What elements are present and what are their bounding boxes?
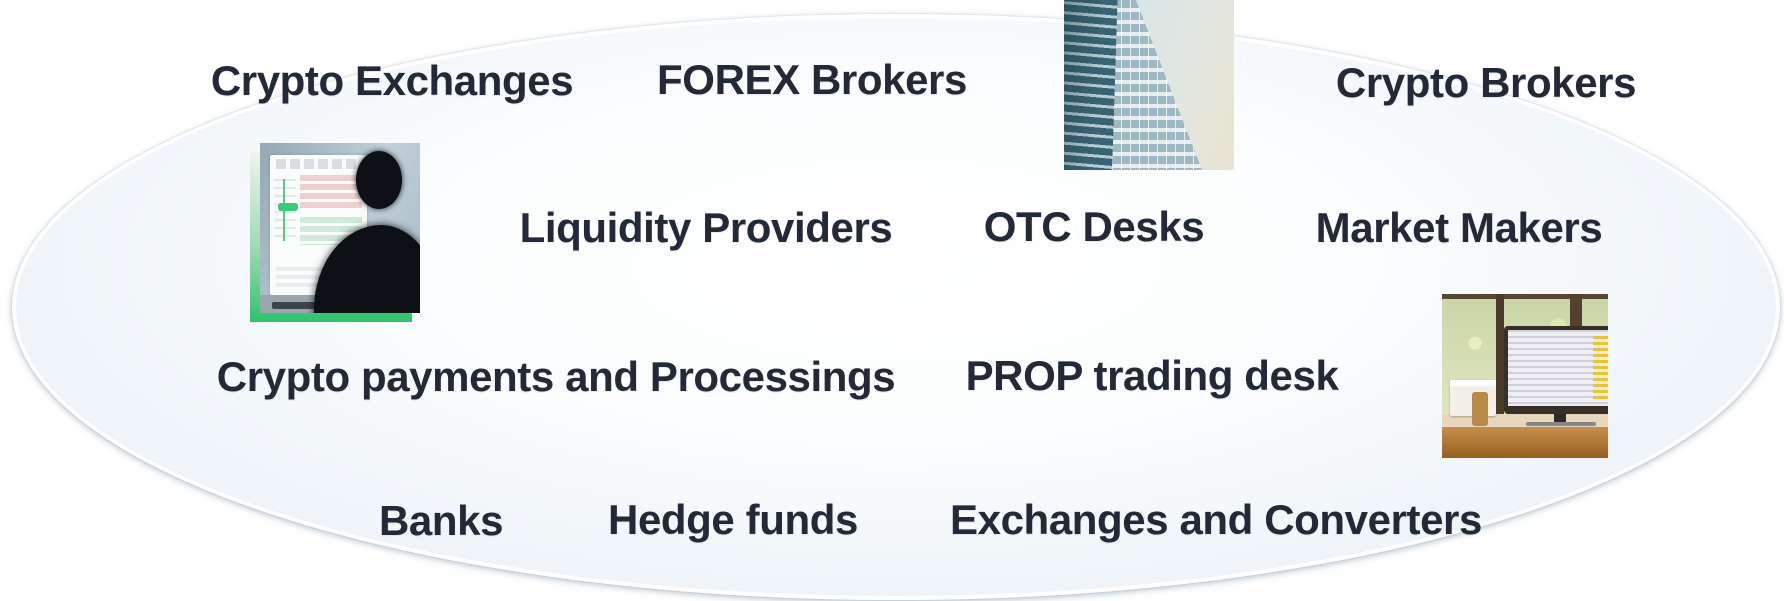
label-prop-trading-desk: PROP trading desk: [965, 352, 1339, 399]
office-desk-photo: [1442, 294, 1608, 458]
trader-terminal-photo: [260, 143, 420, 313]
highlighted-column: [1593, 336, 1608, 400]
label-exchanges-converters: Exchanges and Converters: [950, 496, 1482, 543]
dashboard-screen: [1508, 330, 1608, 406]
label-otc-desks: OTC Desks: [983, 203, 1205, 250]
label-crypto-payments-processings: Crypto payments and Processings: [216, 353, 896, 400]
window-frame-top: [1442, 294, 1608, 299]
buy-button: [278, 203, 298, 211]
label-liquidity-providers: Liquidity Providers: [519, 204, 893, 251]
window-frame-bar: [1496, 294, 1504, 420]
label-banks: Banks: [378, 497, 504, 544]
person-head-silhouette: [356, 151, 402, 209]
panel-header: [276, 159, 356, 169]
monitor: [1504, 326, 1608, 414]
skyscraper-photo: [1064, 0, 1234, 170]
label-hedge-funds: Hedge funds: [608, 496, 858, 543]
orderbook-sell-rows: [300, 175, 362, 209]
label-crypto-exchanges: Crypto Exchanges: [210, 57, 574, 104]
monitor-stand: [1554, 414, 1566, 423]
wooden-desk: [1442, 427, 1608, 458]
label-crypto-brokers: Crypto Brokers: [1335, 59, 1637, 106]
skyscraper-light-face: [1112, 0, 1204, 170]
label-market-makers: Market Makers: [1315, 204, 1603, 251]
label-forex-brokers: FOREX Brokers: [657, 56, 967, 103]
monitor-base: [1526, 422, 1596, 426]
chair: [1472, 392, 1488, 426]
keyboard: [272, 302, 342, 309]
